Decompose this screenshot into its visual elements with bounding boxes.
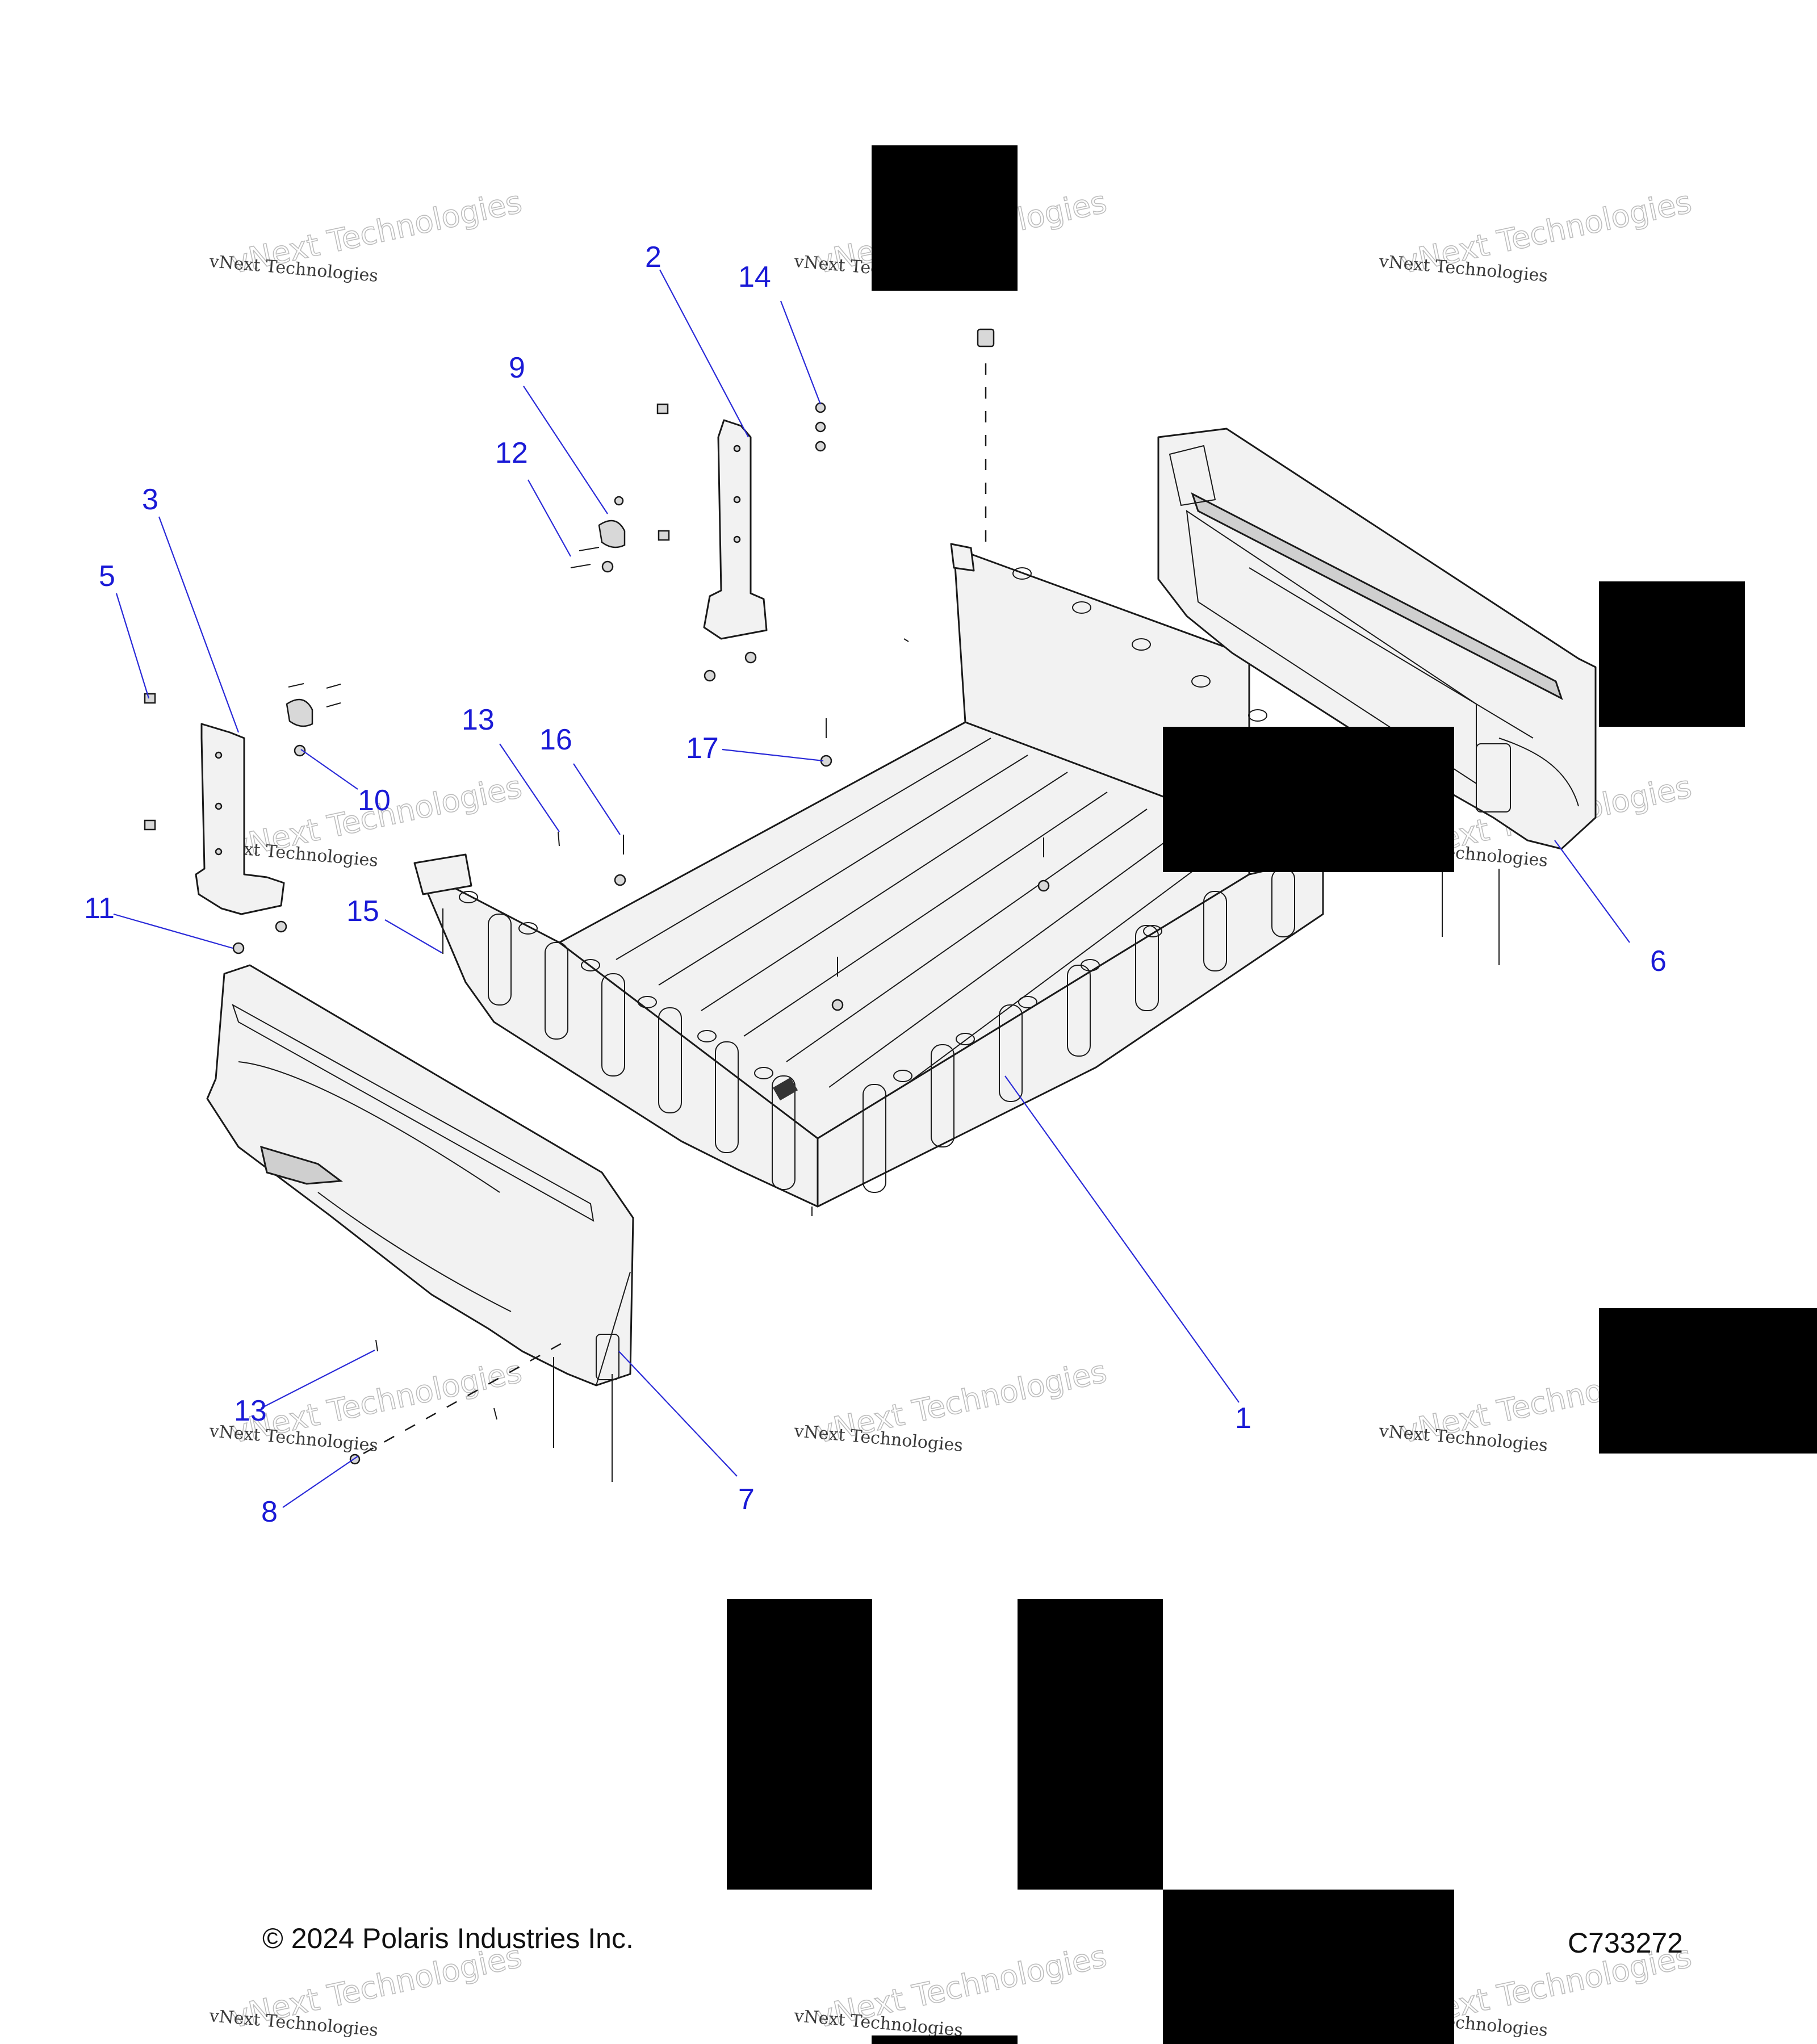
redaction-block (1599, 1308, 1817, 1454)
callout-5: 5 (99, 560, 115, 593)
warning-decal (772, 1077, 798, 1101)
callout-12: 12 (495, 437, 528, 470)
callout-7: 7 (738, 1483, 755, 1516)
callout-8: 8 (261, 1496, 278, 1528)
watermark: vNext Technologies vNext Technologies (793, 1938, 1110, 2041)
callout-14: 14 (738, 261, 771, 294)
redaction-block (727, 1599, 872, 1890)
watermark: vNext Technologies vNext Technologies (1378, 183, 1695, 286)
callout-10: 10 (358, 784, 391, 817)
copyright-notice: © 2024 Polaris Industries Inc. (262, 1922, 634, 1954)
callout-17: 17 (686, 732, 719, 765)
watermark: vNext Technologies vNext Technologies (793, 1353, 1110, 1456)
redaction-block (1163, 727, 1454, 872)
redaction-block (872, 145, 1018, 291)
redaction-block (1163, 1890, 1454, 2044)
right-side-panel (1157, 428, 1597, 850)
callout-6: 6 (1650, 945, 1667, 978)
left-side-panel (206, 964, 634, 1387)
callout-11: 11 (84, 892, 115, 925)
tub-pockets (488, 868, 1295, 1193)
callout-13-upper: 13 (462, 703, 495, 736)
redaction-block (872, 2035, 1018, 2044)
cargo-box-tub (413, 543, 1324, 1216)
bracket-2 (703, 419, 768, 640)
drawing-number: C733272 (1568, 1927, 1683, 1959)
redaction-blocks (727, 145, 1817, 2044)
callout-2: 2 (645, 241, 662, 274)
callout-15: 15 (346, 895, 379, 928)
redaction-block (1599, 581, 1745, 727)
callout-16: 16 (539, 723, 572, 756)
callouts: 1 2 3 5 6 7 8 9 10 11 12 13 13 14 15 16 … (84, 241, 1667, 1528)
leader-lines (113, 269, 1630, 1508)
callout-9: 9 (509, 351, 525, 384)
rim-holes (459, 567, 1267, 1082)
callout-3: 3 (142, 483, 158, 516)
callout-1: 1 (1235, 1402, 1251, 1435)
watermark: vNext Technologies vNext Technologies (208, 183, 525, 286)
bracket-3 (195, 723, 285, 915)
callout-13-lower: 13 (234, 1394, 267, 1427)
redaction-block (1018, 1599, 1163, 1890)
